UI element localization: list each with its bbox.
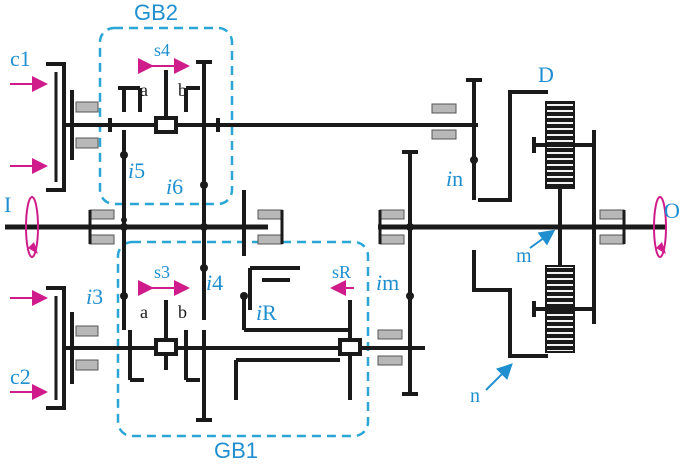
ratio-i4-label: i4 [206,270,223,295]
n-label: n [470,385,480,407]
ratio-i6-label: i6 [166,174,183,199]
input-label: I [4,192,11,217]
m-label: m [516,245,532,267]
input-rotation-arrow [25,196,39,258]
gb2-box [98,26,234,206]
c1-label: c1 [10,46,31,71]
s3-label: s3 [154,262,170,282]
clutch-c2 [46,286,99,410]
clutch-c1 [46,62,100,192]
ratio-in-label: in [446,166,463,191]
gb1-label: GB1 [214,438,258,463]
gb2-label: GB2 [134,0,178,25]
gear-b-bottom-label: b [178,302,187,322]
mid-gears [121,170,300,330]
ratio-i5-label: i5 [128,158,145,183]
gb2-gears [108,60,220,200]
bearing-caps [88,210,626,244]
ratio-iR-label: iR [256,300,277,325]
sR-label: sR [332,262,351,282]
m-pointer [529,229,556,249]
c2-label: c2 [10,364,31,389]
gb1-gears [128,296,362,422]
output-rotation-arrow [653,196,667,258]
gear-b-top-label: b [178,80,187,100]
final-drive-gears [402,78,548,396]
s4-label: s4 [154,40,170,60]
differential-D-label: D [538,62,554,87]
bearings-main [89,103,625,366]
output-label: O [664,198,680,223]
gear-a-top-label: a [140,80,148,100]
ratio-i3-label: i3 [86,284,103,309]
differential-D [532,101,596,353]
n-pointer [485,363,513,391]
gear-a-bottom-label: a [140,302,148,322]
ratio-im-label: im [376,270,399,295]
